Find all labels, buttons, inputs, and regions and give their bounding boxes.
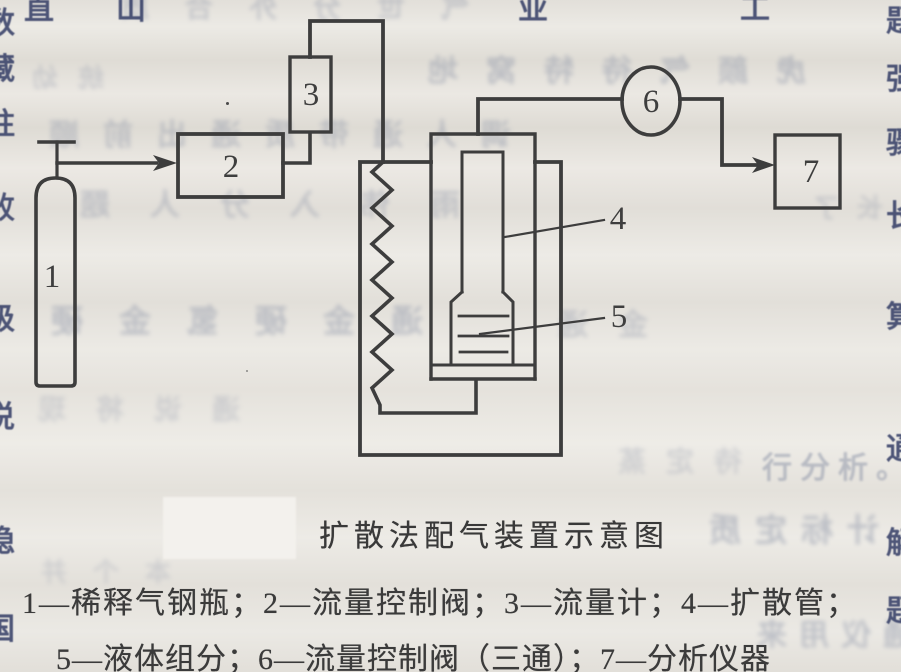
label-cylinder: 1 xyxy=(44,259,61,295)
flow-control-valve-box xyxy=(176,132,285,199)
flow-arrow-1 xyxy=(153,155,177,171)
pipe-three-way-to-analyzer xyxy=(678,97,759,167)
figure-legend-line-1: 1—稀释气钢瓶；2—流量控制阀；3—流量计；4—扩散管； xyxy=(22,587,858,620)
flow-arrow-2 xyxy=(752,157,775,173)
diffusion-chamber xyxy=(429,132,537,381)
label-liquid-component: 5 xyxy=(611,299,628,335)
three-way-valve-circle xyxy=(620,65,682,137)
figure-legend-line-2: 5—液体组分；6—流量控制阀（三通）；7—分析仪器 xyxy=(56,643,771,672)
leader-line-4 xyxy=(503,218,606,239)
thermostat-bath xyxy=(358,160,563,457)
label-flowmeter: 3 xyxy=(303,77,320,113)
label-flow-control-valve: 2 xyxy=(223,149,240,185)
label-three-way-valve: 6 xyxy=(643,84,660,120)
diffusion-flask xyxy=(449,289,515,366)
pipe-valve-to-flowmeter xyxy=(281,132,312,165)
leader-line-5 xyxy=(478,316,606,336)
label-analyzer: 7 xyxy=(803,154,820,190)
whiteout-patch xyxy=(163,497,296,559)
scan-speck xyxy=(246,370,248,372)
figure-caption: 扩散法配气装置示意图 xyxy=(319,520,669,553)
diffusion-tube xyxy=(460,150,505,294)
analyzer-box xyxy=(773,133,842,210)
pipe-flowmeter-to-coil xyxy=(308,19,385,164)
gas-cylinder xyxy=(34,176,77,388)
heating-coil-zigzag xyxy=(369,159,478,415)
scan-speck xyxy=(226,102,229,105)
pipe-chamber-to-three-way xyxy=(476,97,624,136)
label-diffusion-tube: 4 xyxy=(610,201,627,237)
